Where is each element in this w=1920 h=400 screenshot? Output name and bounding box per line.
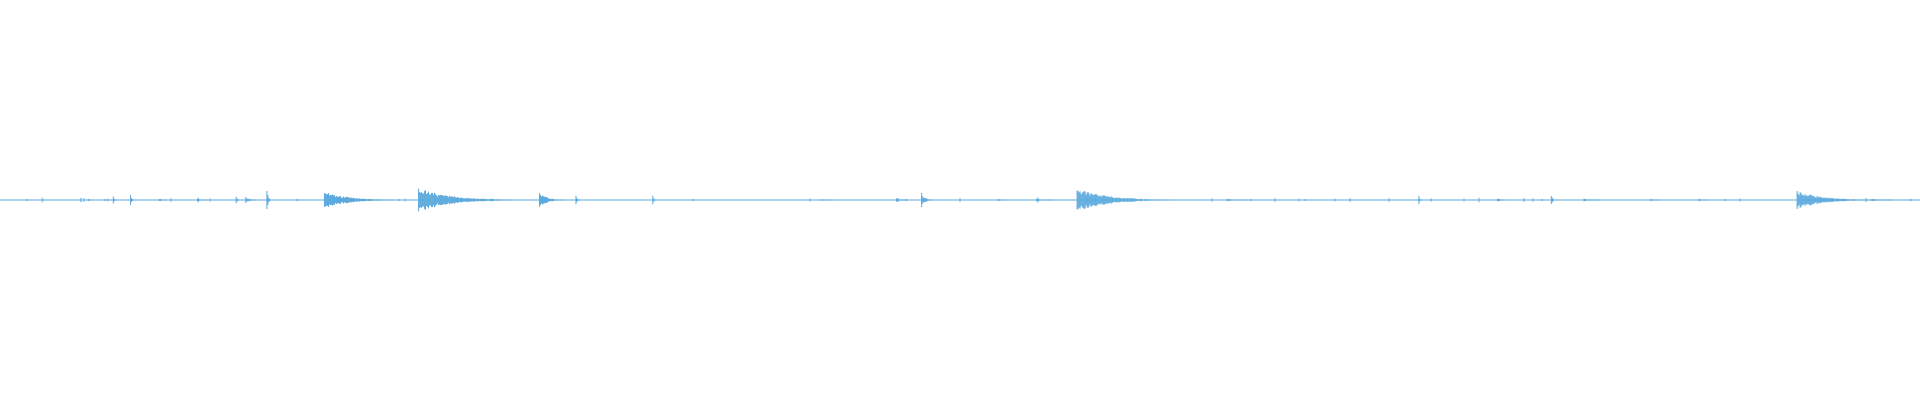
waveform-event <box>130 195 135 205</box>
waveform-event <box>1650 198 1659 202</box>
waveform-event <box>997 198 1006 202</box>
waveform-event <box>245 196 258 204</box>
waveform-event <box>41 197 45 203</box>
waveform-event <box>1036 198 1053 202</box>
waveform-event <box>896 198 909 202</box>
waveform-event <box>921 192 934 208</box>
waveform-event <box>1418 195 1423 205</box>
waveform-event <box>1871 198 1892 202</box>
waveform-event <box>266 190 271 210</box>
waveform-event <box>1497 198 1506 202</box>
waveform-event <box>1698 198 1707 202</box>
waveform-event <box>235 196 240 204</box>
waveform-signal <box>0 188 1918 212</box>
waveform-event <box>1076 190 1170 210</box>
waveform-event <box>1583 198 1600 202</box>
waveform-event <box>652 195 657 205</box>
waveform-event <box>197 198 208 202</box>
waveform-event <box>323 193 394 207</box>
waveform-event <box>575 195 580 205</box>
waveform-event <box>418 188 512 212</box>
waveform-event <box>1228 199 1249 201</box>
waveform-event <box>87 198 92 202</box>
waveform-event <box>821 199 834 201</box>
waveform-event <box>158 198 167 202</box>
waveform-event <box>1796 190 1874 210</box>
waveform-event <box>112 196 117 204</box>
waveform-event <box>539 193 564 207</box>
waveform-event <box>1550 196 1555 204</box>
